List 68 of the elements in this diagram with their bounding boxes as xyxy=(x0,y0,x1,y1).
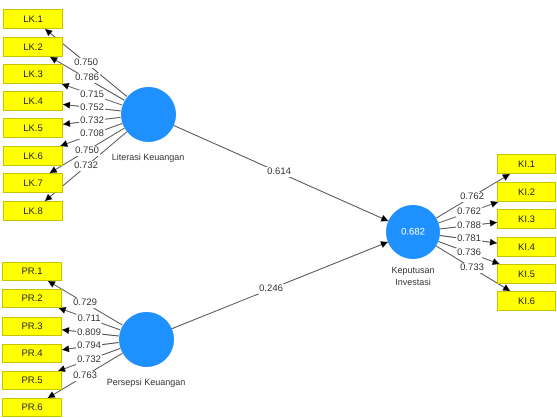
indicator-label: LK.6 xyxy=(23,150,43,162)
indicator-box xyxy=(3,91,63,111)
indicator-box xyxy=(497,291,556,311)
indicator-box xyxy=(2,317,62,336)
indicator-label: PR.3 xyxy=(21,321,43,332)
edge-label: 0.750 xyxy=(73,58,99,68)
edge-label: 0.786 xyxy=(74,73,100,84)
indicator-box xyxy=(2,344,62,363)
indicator-box xyxy=(3,118,63,138)
indicator-label: PR.6 xyxy=(21,402,43,413)
indicator-label: PR.2 xyxy=(21,293,43,304)
indicator-label: LK.5 xyxy=(23,122,43,134)
edge-label: 0.752 xyxy=(79,102,105,113)
construct-label: Keputusan Investasi xyxy=(390,264,436,288)
r-squared-value: 0.682 xyxy=(401,226,425,238)
edge-label: 0.732 xyxy=(79,116,105,126)
indicator-box xyxy=(497,264,556,284)
indicator-label: PR.4 xyxy=(21,348,43,359)
edge-label: 0.732 xyxy=(76,354,102,365)
edge-label: 0.781 xyxy=(456,234,482,244)
indicator-box xyxy=(497,182,556,202)
indicator-label: KI.3 xyxy=(518,214,535,224)
indicator-label: LK.3 xyxy=(23,68,43,80)
indicator-label: KI.5 xyxy=(518,268,535,280)
indicator-box xyxy=(3,146,63,166)
indicator-label: PR.5 xyxy=(21,375,43,386)
edge-label: 0.729 xyxy=(72,298,98,308)
indicator-label: KI.1 xyxy=(518,158,535,170)
edge-label: 0.711 xyxy=(76,314,102,324)
indicator-box xyxy=(2,398,62,417)
indicator-box xyxy=(2,371,62,390)
edge-label: 0.733 xyxy=(459,262,485,273)
construct-label: Persepsi Keuangan xyxy=(106,376,186,388)
edge-label: 0.762 xyxy=(456,207,482,218)
indicator-box xyxy=(497,237,556,257)
indicator-box xyxy=(2,289,62,308)
edge-label: 0.715 xyxy=(79,90,105,100)
indicator-box xyxy=(2,262,62,281)
indicator-label: LK.2 xyxy=(23,42,43,52)
edge-label: 0.736 xyxy=(456,248,482,258)
edge-label: 0.614 xyxy=(266,167,292,178)
edge-label: 0.246 xyxy=(258,284,284,294)
indicator-box xyxy=(3,173,63,193)
indicator-label: LK.8 xyxy=(23,206,43,216)
indicator-label: LK.7 xyxy=(23,178,43,188)
indicator-box xyxy=(3,9,63,29)
indicator-label: PR.1 xyxy=(21,266,43,277)
indicator-label: KI.6 xyxy=(518,296,535,306)
edge-label: 0.788 xyxy=(456,220,482,231)
indicator-box xyxy=(3,64,63,84)
edge-label: 0.794 xyxy=(76,341,102,352)
indicator-box xyxy=(3,37,63,57)
indicator-box xyxy=(497,209,556,229)
edge-label: 0.809 xyxy=(76,328,102,338)
arrow xyxy=(171,241,388,330)
edge-label: 0.762 xyxy=(459,192,485,202)
construct-label: Literasi Keuangan xyxy=(112,150,184,162)
indicator-label: LK.4 xyxy=(23,96,43,106)
indicator-label: KI.2 xyxy=(518,186,535,198)
arrow xyxy=(172,124,389,222)
indicator-label: LK.1 xyxy=(23,14,43,24)
indicator-box xyxy=(3,201,63,221)
edge-label: 0.708 xyxy=(79,129,105,140)
indicator-label: KI.4 xyxy=(518,242,535,252)
indicator-box xyxy=(497,154,556,174)
edge-label: 0.750 xyxy=(74,146,100,156)
edge-label: 0.763 xyxy=(72,370,98,381)
edge-label: 0.732 xyxy=(73,161,99,172)
